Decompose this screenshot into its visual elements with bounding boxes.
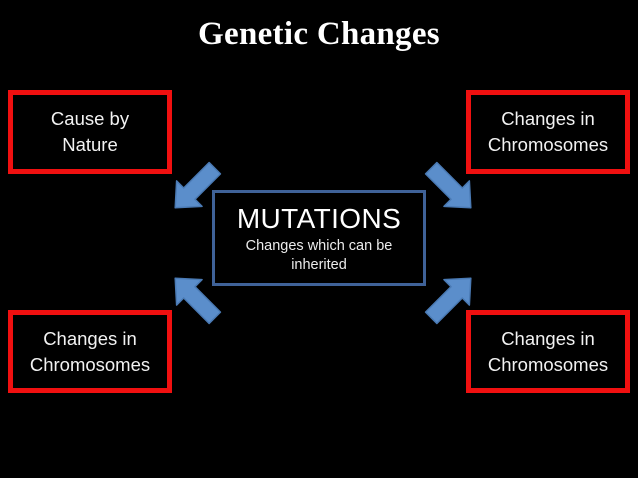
- center-node-title: MUTATIONS: [236, 202, 402, 234]
- node-box-bottom-left[interactable]: Changes in Chromosomes: [8, 310, 172, 393]
- center-node-subtitle: Changes which can be inherited: [245, 237, 393, 273]
- node-label: Changes in Chromosomes: [29, 327, 151, 375]
- node-box-top-left[interactable]: Cause by Nature: [8, 90, 172, 174]
- node-box-bottom-right[interactable]: Changes in Chromosomes: [466, 310, 630, 393]
- node-label: Changes in Chromosomes: [487, 327, 609, 375]
- center-node-mutations[interactable]: MUTATIONS Changes which can be inherited: [212, 190, 426, 286]
- arrow-down-left-icon: [163, 266, 227, 330]
- node-label: Cause by Nature: [50, 108, 130, 155]
- arrow-up-left-icon: [163, 156, 227, 220]
- node-box-top-right[interactable]: Changes in Chromosomes: [466, 90, 630, 174]
- node-label: Changes in Chromosomes: [487, 108, 609, 155]
- arrow-up-right-icon: [419, 156, 483, 220]
- page-title: Genetic Changes: [198, 16, 440, 52]
- arrow-down-right-icon: [419, 266, 483, 330]
